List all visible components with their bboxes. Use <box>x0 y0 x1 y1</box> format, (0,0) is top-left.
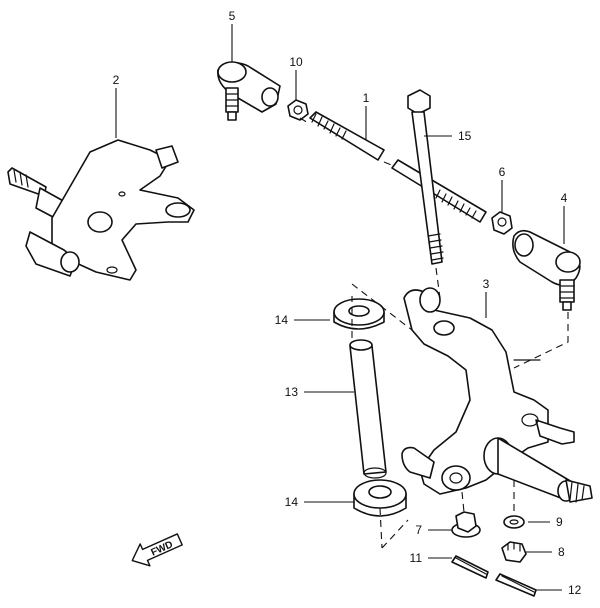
callout-3: 3 <box>483 277 490 291</box>
leader-lines <box>115 24 565 591</box>
callout-14-lower: 14 <box>285 495 299 509</box>
callout-11: 11 <box>410 551 423 565</box>
callout-12: 12 <box>568 583 582 597</box>
bushing-lower-part-14 <box>353 479 407 517</box>
cotter-pin-part-11 <box>451 555 489 579</box>
callout-2: 2 <box>113 73 120 87</box>
callout-4: 4 <box>561 191 568 205</box>
fwd-arrow-icon: FWD <box>131 533 183 567</box>
cotter-pin-part-12 <box>495 573 537 597</box>
callout-13: 13 <box>285 385 299 399</box>
callout-6: 6 <box>499 165 506 179</box>
nut-part-6 <box>491 211 513 235</box>
callout-9: 9 <box>556 515 563 529</box>
bolt-part-15 <box>407 89 444 265</box>
knuckle-arm-part-2 <box>7 139 195 281</box>
washer-part-9 <box>503 515 525 529</box>
castle-nut-part-8 <box>501 541 527 563</box>
callout-8: 8 <box>558 545 565 559</box>
bushing-upper-part-14 <box>333 298 385 330</box>
knuckle-bracket-part-3 <box>401 287 593 503</box>
callout-10: 10 <box>289 55 303 69</box>
callout-15: 15 <box>458 129 472 143</box>
callout-5: 5 <box>229 9 236 23</box>
nut-part-10 <box>287 99 309 121</box>
tie-rod-end-part-5 <box>217 61 281 121</box>
flange-nut-part-7 <box>451 511 481 538</box>
sleeve-part-13 <box>349 339 387 479</box>
assembly-center-lines <box>299 117 569 549</box>
tie-rod-end-part-4 <box>512 229 581 311</box>
callout-7: 7 <box>415 523 422 537</box>
callout-1: 1 <box>363 91 370 105</box>
callout-numbers: 2 5 10 1 15 6 4 3 14 13 14 7 9 8 11 12 <box>113 9 582 597</box>
fwd-label: FWD <box>149 539 174 558</box>
tie-rod-part-1 <box>309 111 487 223</box>
callout-14-upper: 14 <box>275 313 289 327</box>
